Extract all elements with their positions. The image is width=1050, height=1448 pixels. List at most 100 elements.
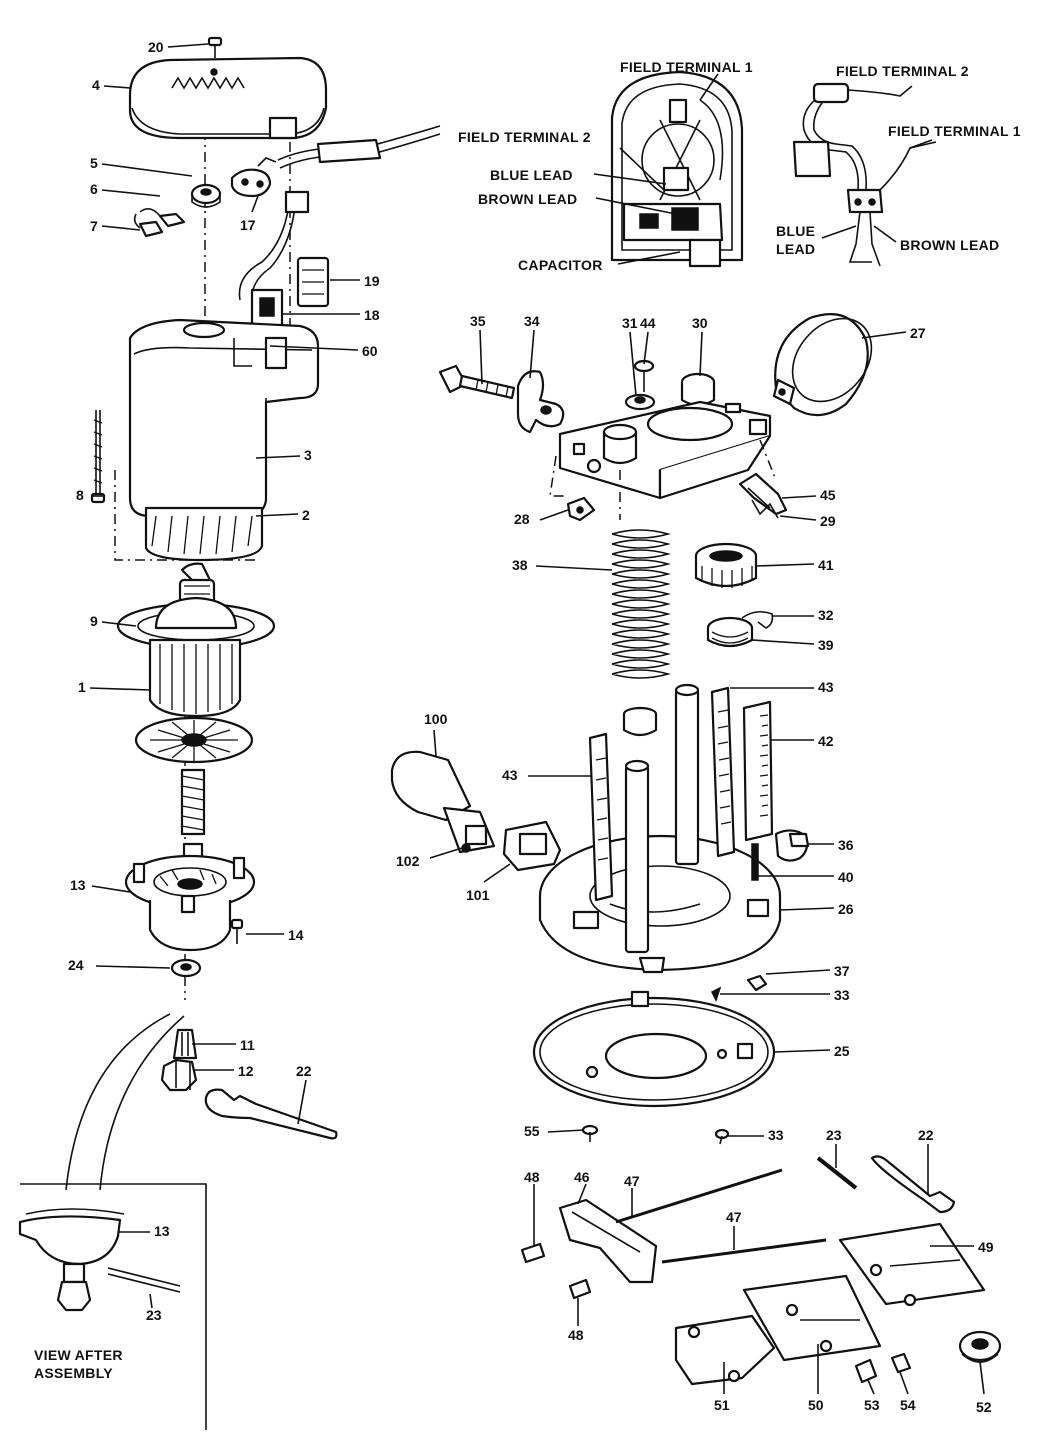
part-number: 34 (524, 313, 540, 329)
part-number: 36 (838, 837, 854, 853)
label-field-terminal-1: FIELD TERMINAL 1 (620, 59, 753, 75)
part-number: 3 (304, 447, 312, 463)
part-number: 12 (238, 1063, 254, 1079)
part-number: 1 (78, 679, 86, 695)
part-34-wing-knob (516, 370, 565, 434)
part-20-screw (207, 36, 223, 58)
label-field-terminal-2-inset: FIELD TERMINAL 2 (458, 129, 591, 145)
part-47-rod-b (661, 1238, 827, 1264)
label-capacitor: CAPACITOR (518, 257, 603, 273)
part-number: 39 (818, 637, 834, 653)
part-number: 32 (818, 607, 834, 623)
view-after-assembly-bracket (18, 1208, 181, 1312)
part-number: 35 (470, 313, 486, 329)
part-23-pin (816, 1156, 858, 1190)
part-number: 43 (502, 767, 518, 783)
part-50-guide-plate (742, 1274, 882, 1362)
part-number: 7 (90, 218, 98, 234)
label-assembly: ASSEMBLY (34, 1365, 113, 1381)
part-12-collet-nut (160, 1058, 198, 1092)
label-brown-lead: BROWN LEAD (478, 191, 577, 207)
part-43-guide-right (710, 686, 736, 858)
part-number: 14 (288, 927, 304, 943)
view-arc (65, 1013, 171, 1191)
part-number: 23 (826, 1127, 842, 1143)
part-number: 28 (514, 511, 530, 527)
part-2-field (144, 506, 264, 562)
part-54-nut (890, 1352, 912, 1374)
part-52-knob (958, 1330, 1002, 1363)
part-22-wrench-b (870, 1155, 956, 1214)
part-number: 37 (834, 963, 850, 979)
part-101-lamp-housing (502, 820, 562, 872)
part-number-labels: 20 4 5 6 7 17 19 18 60 3 8 2 9 1 13 14 2… (68, 39, 994, 1415)
part-number: 26 (838, 901, 854, 917)
part-number: 6 (90, 181, 98, 197)
part-24-nut (170, 958, 202, 978)
part-number: 8 (76, 487, 84, 503)
part-29-spring (751, 499, 779, 519)
part-number: 18 (364, 307, 380, 323)
label-view-after: VIEW AFTER (34, 1347, 123, 1363)
part-number: 30 (692, 315, 708, 331)
part-27-depth-knob (772, 313, 873, 417)
part-number: 49 (978, 1239, 994, 1255)
leader-lines (89, 43, 985, 1395)
part-number: 25 (834, 1043, 850, 1059)
part-35-bolt (438, 364, 516, 400)
part-number: 53 (864, 1397, 880, 1413)
label-brown-lead-right: BROWN LEAD (900, 237, 999, 253)
part-31-washer (624, 393, 656, 411)
part-28-square-nut (566, 496, 596, 522)
part-number: 48 (568, 1327, 584, 1343)
part-55-screw (581, 1124, 599, 1142)
part-53-screw (854, 1358, 878, 1384)
part-30-bushing (680, 372, 716, 407)
part-number: 47 (624, 1173, 640, 1189)
part-18-switch (250, 288, 284, 330)
part-number: 47 (726, 1209, 742, 1225)
part-number: 50 (808, 1397, 824, 1413)
part-44-screw (633, 359, 655, 392)
part-17-cord-clamp (230, 157, 277, 198)
part-37-nut (746, 974, 768, 992)
part-41-adjusting-ring (694, 542, 758, 588)
part-number: 38 (512, 557, 528, 573)
wiring-inset-housing (610, 70, 744, 268)
part-46-guide-bracket (558, 1198, 658, 1284)
part-102-screw (461, 843, 471, 853)
part-number: 44 (640, 315, 656, 331)
part-number: 22 (296, 1063, 312, 1079)
part-40-screw (751, 843, 759, 881)
part-39-threaded-ring (706, 616, 754, 648)
part-25-sub-base (532, 990, 776, 1108)
callout-labels: FIELD TERMINAL 1 FIELD TERMINAL 2 FIELD … (34, 59, 1021, 1381)
part-number: 5 (90, 155, 98, 171)
part-number: 20 (148, 39, 164, 55)
clamp-dash (549, 455, 564, 497)
part-number: 60 (362, 343, 378, 359)
part-36-lock-knob (774, 829, 810, 862)
part-5-bushing (190, 183, 222, 208)
part-1-armature (134, 638, 254, 860)
part-number: 9 (90, 613, 98, 629)
part-13-end-bracket (124, 854, 256, 952)
part-number: 102 (396, 853, 420, 869)
part-48-thumbscrew-a (520, 1242, 546, 1264)
part-number: 19 (364, 273, 380, 289)
part-number: 17 (240, 217, 256, 233)
wiring-inset-switch (792, 82, 937, 267)
part-number: 22 (918, 1127, 934, 1143)
part-49-guide-plate (838, 1222, 986, 1307)
part-4-top-cover (128, 56, 328, 140)
plunger-columns (624, 683, 700, 954)
part-number: 11 (240, 1037, 255, 1053)
part-number: 24 (68, 957, 84, 973)
part-number: 45 (820, 487, 836, 503)
label-lead: LEAD (776, 241, 815, 257)
part-45-lever (738, 472, 788, 516)
part-42-depth-scale (742, 700, 774, 842)
part-number: 33 (768, 1127, 784, 1143)
part-38-spring (611, 529, 671, 679)
